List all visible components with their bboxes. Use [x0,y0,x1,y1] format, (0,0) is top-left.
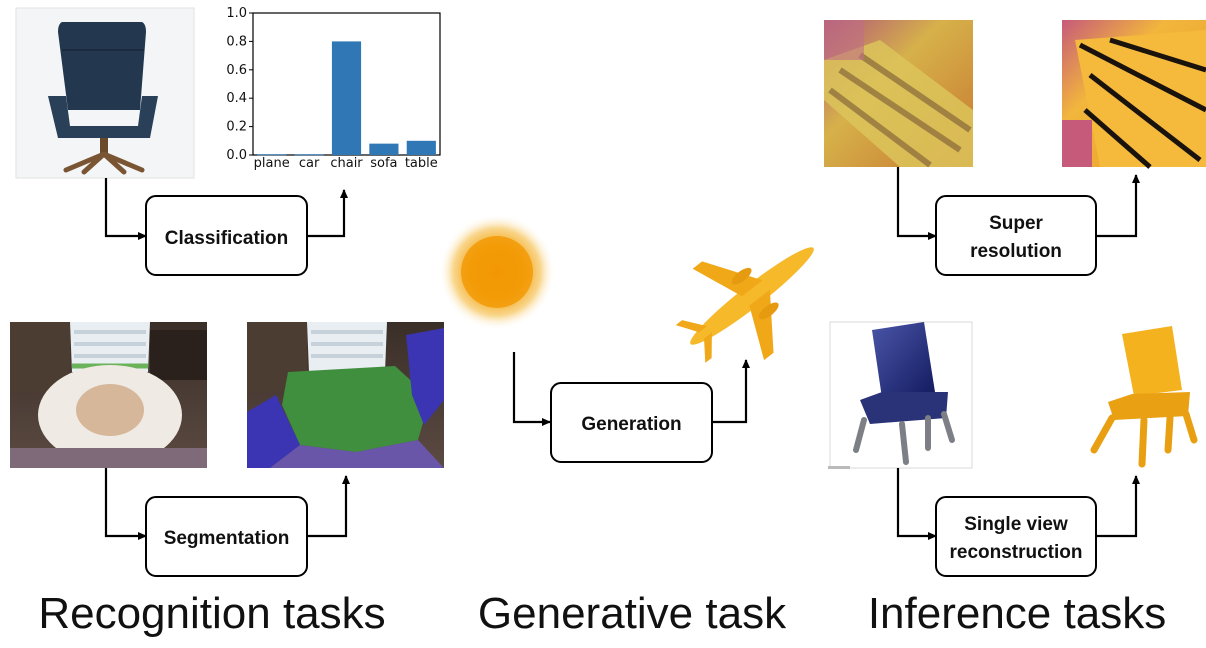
connectors [104,167,1140,540]
x-tick-label: sofa [370,156,397,171]
arrow-single-view-to-pointcloud [1096,475,1140,538]
single-view-label-line2: reconstruction [949,542,1082,563]
chair-point-cloud [1090,326,1198,468]
cat-segmented-photo [247,322,444,468]
classification-label: Classification [165,228,289,249]
bar-chair [331,41,362,155]
y-tick-label: 0.8 [226,34,247,49]
bar-car [294,154,324,156]
bar-table [406,140,436,155]
arrow-noise-to-generation [512,352,551,426]
x-tick-label: chair [330,156,363,171]
generation-label: Generation [581,414,681,435]
arrow-chair-to-single-view [896,468,937,540]
noise-point-cloud [439,214,555,330]
super-resolution-box: Super resolution [935,195,1097,276]
x-tick-label: car [299,156,320,171]
arrow-cat-to-segmentation [104,468,147,540]
classification-box: Classification [145,195,308,276]
arrow-classification-to-chart [307,189,348,238]
classification-bar-chart: 0.0 0.2 0.4 0.6 0.8 1.0 plane car chair sofa table [226,6,441,171]
generative-task-label: Generative task [478,589,787,638]
arrow-chair-to-classification [104,178,147,240]
x-tick-label: table [405,156,438,171]
single-view-label-line1: Single view [964,514,1068,535]
arrow-segmentation-to-segmented [307,475,350,538]
airplane-point-cloud [675,247,814,363]
super-resolution-label-line1: Super [989,213,1043,234]
x-tick-label: plane [254,156,290,171]
arrow-generation-to-airplane [712,359,750,424]
y-tick-label: 1.0 [226,6,247,21]
recognition-tasks-label: Recognition tasks [38,589,385,638]
segmentation-label: Segmentation [164,528,290,549]
single-view-reconstruction-box: Single view reconstruction [935,496,1097,577]
generation-box: Generation [550,382,713,463]
cat-photo [10,322,207,468]
bar-plane [257,154,287,156]
bar-sofa [369,143,399,155]
arrow-super-to-butterfly [1096,174,1140,238]
super-resolution-label-line2: resolution [970,241,1062,262]
inference-tasks-label: Inference tasks [868,589,1166,638]
y-tick-label: 0.4 [226,91,247,106]
y-tick-label: 0.0 [226,148,247,163]
chair-render-image [828,321,973,469]
arrow-butterfly-to-super [896,167,937,240]
segmentation-box: Segmentation [145,496,308,577]
y-tick-label: 0.2 [226,120,247,135]
butterfly-high-res-image [1062,20,1206,169]
chair-photo [15,7,195,179]
y-tick-label: 0.6 [226,63,247,78]
butterfly-low-res-image [824,20,973,168]
